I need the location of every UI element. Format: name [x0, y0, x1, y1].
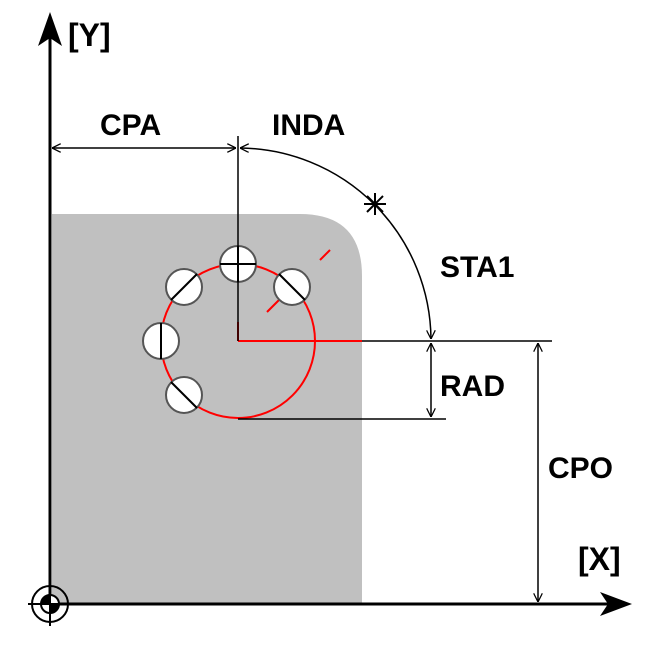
hole-2 — [273, 268, 311, 306]
cpo-label: CPO — [548, 452, 613, 485]
y-axis-arrowhead — [38, 12, 62, 46]
origin-marker-icon — [28, 582, 72, 626]
cpa-label: CPA — [100, 109, 161, 142]
workpiece — [52, 214, 362, 604]
y-axis-label: [Y] — [68, 17, 111, 53]
x-axis-arrowhead — [600, 592, 632, 616]
inda-label: INDA — [272, 109, 345, 142]
hole-5 — [165, 376, 203, 414]
hole-4 — [142, 322, 180, 360]
rad-label: RAD — [440, 370, 505, 403]
x-axis-label: [X] — [578, 541, 621, 577]
star-marker-icon — [364, 193, 386, 215]
hole-3 — [165, 268, 203, 306]
sta1-label: STA1 — [440, 251, 514, 284]
